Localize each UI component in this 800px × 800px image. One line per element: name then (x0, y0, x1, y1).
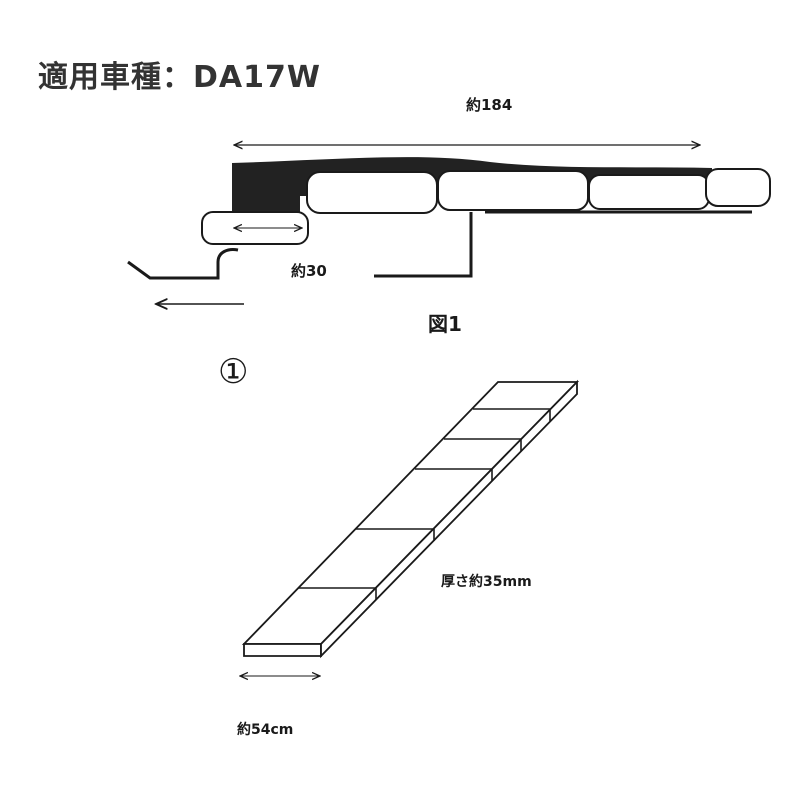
figure2-number-label: ① (218, 352, 249, 392)
cushion-segment-2 (437, 170, 589, 211)
step-length-label: 約30 (291, 262, 327, 280)
figure1-caption: 図1 (428, 312, 462, 336)
mat-front-face (243, 643, 322, 657)
mat-segment-lines (298, 408, 551, 600)
mat-top-face (241, 381, 580, 645)
width-label: 約54cm (237, 722, 294, 738)
cushion-segment-3 (588, 174, 710, 210)
figure2-mat-perspective (240, 379, 580, 676)
cushion-segment-end (705, 168, 771, 207)
page-title: 適用車種：DA17W (38, 60, 321, 95)
cushion-segment-1 (306, 171, 438, 214)
mat-side-face (320, 379, 578, 659)
step-bracket (127, 248, 239, 280)
total-length-label: 約184 (466, 96, 513, 114)
floor-structure (374, 210, 752, 278)
thickness-label: 厚さ約35mm (441, 574, 532, 590)
figure1-side-view (127, 145, 771, 304)
